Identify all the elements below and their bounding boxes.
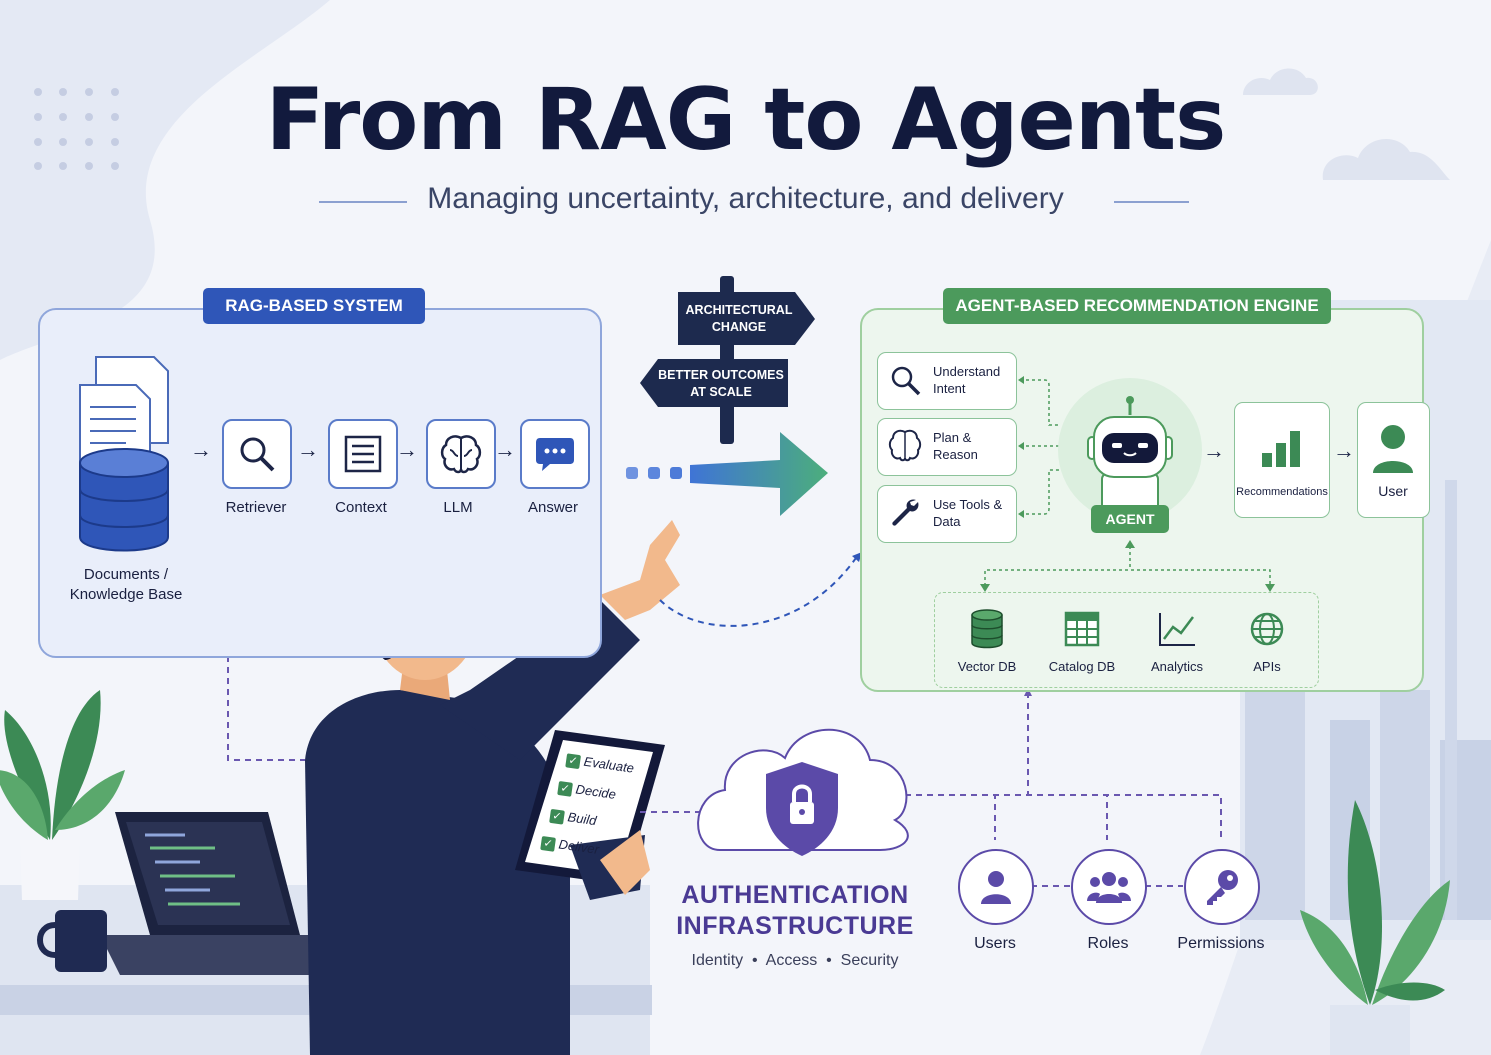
documents-label-line2: Knowledge Base <box>69 586 183 603</box>
permissions-label: Permissions <box>1177 935 1265 952</box>
check-icon: ✓ <box>540 836 556 852</box>
step-plan-reason: Plan & Reason <box>877 418 1017 476</box>
llm-label: LLM <box>443 499 473 516</box>
robot-icon <box>1087 396 1173 507</box>
step-label-line2: Data <box>933 514 961 529</box>
check-icon: ✓ <box>549 808 565 825</box>
roles-node <box>1071 849 1147 925</box>
step-label-line2: Intent <box>933 381 966 396</box>
auth-tag: Access <box>765 952 818 969</box>
agent-header: AGENT-BASED RECOMMENDATION ENGINE <box>943 288 1331 324</box>
step-label: Use Tools & Data <box>933 496 1002 530</box>
signpost-top-line1: ARCHITECTURAL <box>685 303 793 317</box>
agent-badge: AGENT <box>1091 505 1169 533</box>
recommendations-box <box>1234 402 1330 518</box>
flow-arrow: → <box>1203 438 1225 463</box>
search-icon <box>891 366 921 396</box>
documents-database-icon <box>79 356 169 552</box>
step-use-tools: Use Tools & Data <box>877 485 1017 543</box>
agent-step-connectors <box>1018 376 1060 518</box>
permissions-node <box>1184 849 1260 925</box>
page-title: From RAG to Agents <box>265 70 1227 170</box>
flow-arrow: → <box>396 437 418 462</box>
answer-label: Answer <box>527 499 579 516</box>
catalog-db-label: Catalog DB <box>1048 659 1116 674</box>
bar-chart-icon <box>1262 431 1300 467</box>
signpost-bottom-line1: BETTER OUTCOMES <box>658 368 784 382</box>
auth-tag: Security <box>840 952 899 969</box>
retriever-label: Retriever <box>225 499 287 516</box>
flow-arrow: → <box>1333 438 1355 463</box>
group-icon <box>1087 872 1131 903</box>
checklist-item-label: Build <box>566 809 598 829</box>
search-icon <box>240 437 275 472</box>
llm-node <box>426 419 496 489</box>
flow-arrow: → <box>297 437 319 462</box>
auth-tags: Identity • Access • Security <box>660 952 930 970</box>
page-subtitle: Managing uncertainty, architecture, and … <box>427 182 1064 215</box>
recommendations-label: Recommendations <box>1236 486 1328 498</box>
wrench-icon <box>892 499 919 526</box>
documents-label: Documents / Knowledge Base <box>54 565 198 605</box>
key-icon <box>1207 870 1238 905</box>
check-icon: ✓ <box>565 753 582 770</box>
flow-arrow: → <box>494 437 516 462</box>
brain-icon <box>440 435 482 474</box>
user-icon <box>1373 425 1413 473</box>
step-label: Plan & Reason <box>933 429 978 463</box>
signpost-architectural-change: ARCHITECTURAL CHANGE <box>680 298 798 340</box>
step-label-line1: Plan & <box>933 430 972 445</box>
auth-tag: Identity <box>691 952 744 969</box>
users-node <box>958 849 1034 925</box>
roles-label: Roles <box>1087 935 1129 952</box>
signpost-better-outcomes: BETTER OUTCOMES AT SCALE <box>656 364 786 404</box>
step-label-line2: Reason <box>933 447 978 462</box>
signpost-bottom-line2: AT SCALE <box>690 385 752 399</box>
analytics-label: Analytics <box>1150 659 1204 674</box>
user-icon <box>981 871 1011 904</box>
context-node <box>328 419 398 489</box>
step-label-line1: Understand <box>933 364 1001 379</box>
users-label: Users <box>974 935 1016 952</box>
rag-header: RAG-BASED SYSTEM <box>203 288 425 324</box>
agent-data-connector <box>980 540 1275 592</box>
step-label-line1: Use Tools & <box>933 497 1003 512</box>
auth-title: AUTHENTICATION INFRASTRUCTURE <box>660 880 930 942</box>
signpost-top-line2: CHANGE <box>711 320 767 334</box>
document-lines-icon <box>344 435 382 473</box>
data-sources-box <box>934 592 1319 688</box>
user-label: User <box>1378 483 1408 499</box>
user-box <box>1357 402 1430 518</box>
vector-db-icon <box>971 609 1003 649</box>
line-chart-icon <box>1159 613 1195 646</box>
apis-label: APIs <box>1253 659 1281 674</box>
brain-icon <box>888 429 922 462</box>
chat-bubble-icon <box>536 438 574 471</box>
answer-node <box>520 419 590 489</box>
subtitle-rule-left <box>319 201 407 203</box>
retriever-node <box>222 419 292 489</box>
context-label: Context <box>335 499 387 516</box>
auth-title-line1: AUTHENTICATION <box>681 881 909 909</box>
subtitle-rule-right <box>1114 201 1189 203</box>
bullet-separator: • <box>821 952 837 969</box>
auth-title-line2: INFRASTRUCTURE <box>676 912 914 940</box>
flow-arrow: → <box>190 437 212 462</box>
documents-label-line1: Documents / <box>83 566 169 583</box>
globe-icon <box>1250 612 1284 646</box>
table-icon <box>1064 611 1100 647</box>
check-icon: ✓ <box>557 781 573 797</box>
bullet-separator: • <box>747 952 763 969</box>
vector-db-label: Vector DB <box>957 659 1017 674</box>
